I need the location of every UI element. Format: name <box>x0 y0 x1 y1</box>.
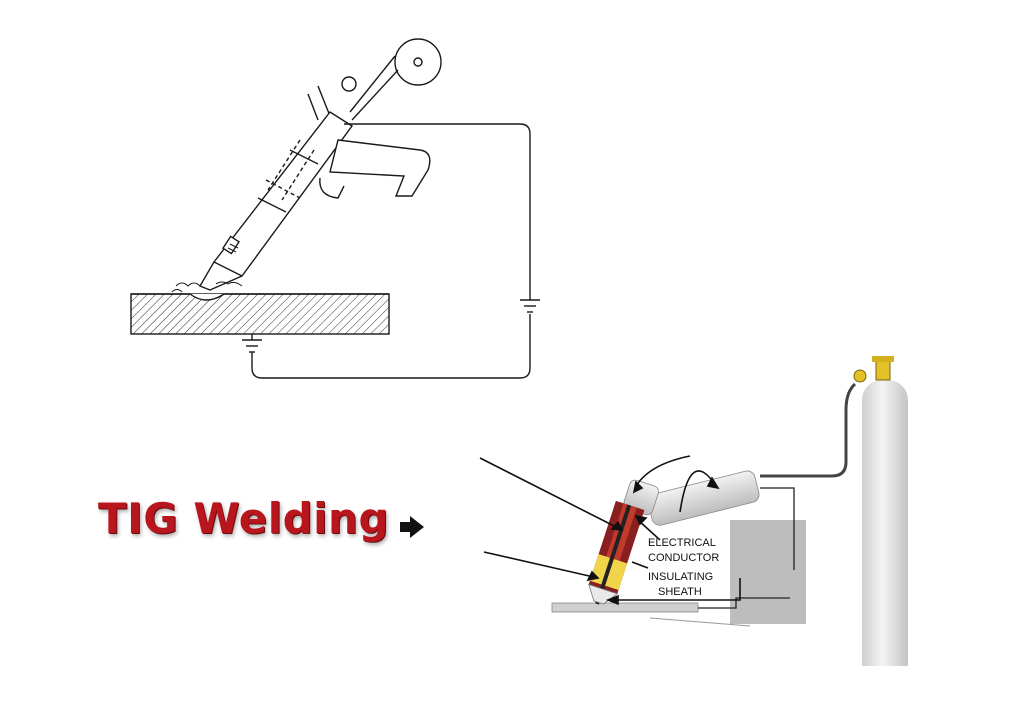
leader-lines <box>479 455 741 606</box>
feed-roller <box>341 76 357 92</box>
workpiece <box>130 293 390 335</box>
label-electrical: ELECTRICAL <box>648 537 716 549</box>
arrow-right-icon <box>400 516 424 538</box>
torch-hose <box>647 470 760 526</box>
label-sheath: SHEATH <box>658 586 702 598</box>
gas-hose <box>760 382 857 478</box>
wire-spool <box>394 38 442 86</box>
gun-handle <box>329 139 431 197</box>
cylinder-valve <box>875 359 891 381</box>
label-conductor: CONDUCTOR <box>648 552 719 564</box>
gun-sketch <box>130 38 540 379</box>
circuit-wire <box>251 123 531 379</box>
tig-torch-diagram: ELECTRICAL CONDUCTOR INSULATING SHEATH <box>479 356 908 666</box>
power-source <box>730 520 806 624</box>
work-plate <box>551 602 699 613</box>
label-insulating: INSULATING <box>648 571 713 583</box>
tig-welding-title: TIG Welding <box>98 494 390 543</box>
